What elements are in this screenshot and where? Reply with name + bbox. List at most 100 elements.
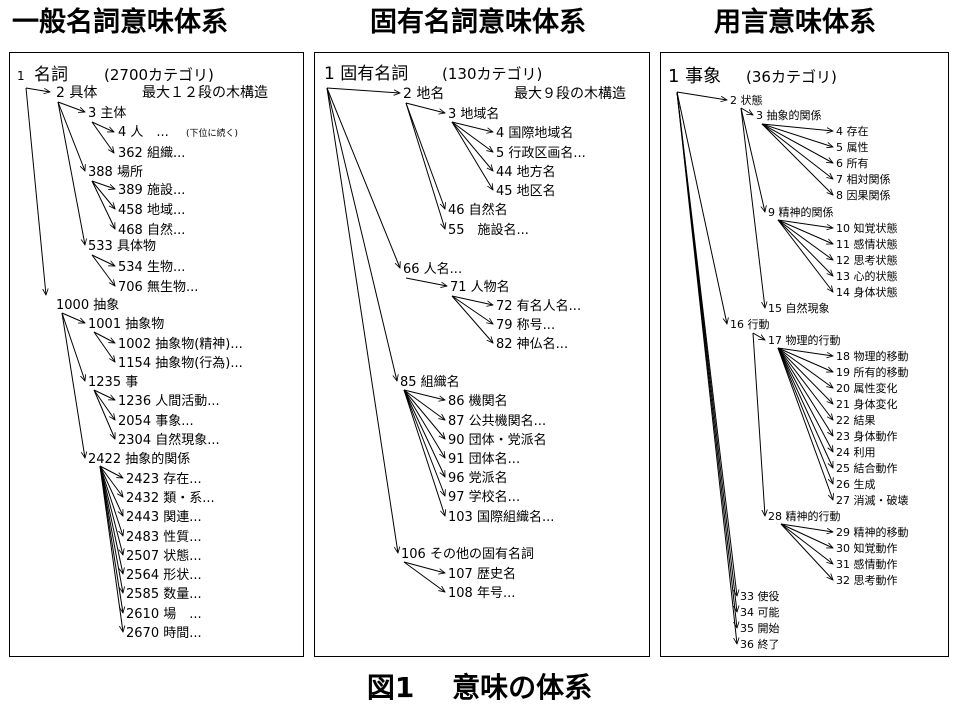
- node-label-g-1000: 1000 抽象: [56, 298, 119, 313]
- edge-g-388-to-g-468: [91, 180, 116, 229]
- edge-v-root-to-v-2: [676, 91, 727, 100]
- node-label-v-7: 7 相対関係: [836, 172, 891, 186]
- node-label-p-55: 55 施設名...: [448, 222, 529, 238]
- edge-p-85-to-p-91: [403, 389, 445, 458]
- edge-g-2-to-g-3: [57, 101, 85, 112]
- edge-v-17-to-v-19: [777, 347, 833, 372]
- node-label-g-458: 458 地域...: [118, 203, 185, 218]
- node-label-g-root: 1: [17, 69, 25, 83]
- node-label-v-6: 6 所有: [836, 156, 869, 170]
- edge-g-3-to-g-362: [91, 121, 114, 153]
- edge-g-1000-to-g-1001: [61, 312, 85, 323]
- edge-g-2422-to-g-2483: [99, 465, 123, 536]
- node-label-g-2304: 2304 自然現象...: [118, 432, 220, 448]
- edge-v-3-to-v-6: [761, 123, 833, 163]
- edge-v-28-to-v-30: [780, 523, 833, 549]
- edge-v-9-to-v-12: [777, 219, 833, 260]
- node-label-p-79: 79 称号...: [496, 318, 555, 333]
- edge-p-71-to-p-82: [451, 295, 493, 343]
- node-label-v-2: 2 状態: [730, 93, 763, 107]
- node-label-g-1235: 1235 事: [88, 375, 138, 390]
- edge-g-1235-to-g-2054: [93, 389, 115, 420]
- edge-v-2-to-v-9: [740, 107, 765, 212]
- edge-v-3-to-v-8: [761, 123, 833, 195]
- edge-g-1000-to-g-1235: [61, 312, 85, 381]
- node-label-g-4: 4 人 ...: [118, 125, 169, 140]
- node-label-g-534: 534 生物...: [118, 260, 185, 275]
- node-label-g-2610: 2610 場 ...: [126, 607, 202, 622]
- node-label-p-103: 103 国際組織名...: [448, 509, 554, 525]
- edge-p-85-to-p-97: [403, 389, 445, 496]
- node-label-v-8: 8 因果関係: [836, 189, 891, 202]
- node-label-p-90: 90 団体・党派名: [448, 432, 547, 448]
- edge-v-28-to-v-31: [780, 523, 833, 564]
- node-label-g-root-count: (2700カテゴリ): [104, 66, 214, 84]
- proper-noun-panel: [314, 52, 650, 657]
- edge-v-16-to-v-17: [752, 332, 765, 340]
- node-label-p-107: 107 歴史名: [448, 566, 516, 582]
- node-label-v-27: 27 消滅・破壊: [836, 493, 909, 507]
- edge-g-root-to-g-2: [25, 87, 50, 92]
- node-label-g-1236: 1236 人間活動...: [118, 394, 220, 409]
- node-label-v-36: 36 終了: [740, 637, 780, 651]
- edge-p-2-to-p-55: [405, 102, 445, 229]
- edge-p-2-to-p-46: [405, 102, 445, 209]
- node-label-v-18: 18 物理的移動: [836, 349, 909, 363]
- node-label-v-13: 13 心的状態: [836, 269, 898, 283]
- node-label-v-29: 29 精神的移動: [836, 525, 909, 539]
- node-label-v-20: 20 属性変化: [836, 381, 898, 395]
- edge-p-85-to-p-96: [403, 389, 446, 477]
- node-label-p-71: 71 人物名: [450, 279, 510, 295]
- node-label-p-87: 87 公共機関名...: [448, 413, 546, 429]
- node-label-g-2585: 2585 数量...: [126, 587, 202, 602]
- node-label-v-root: 1 事象: [668, 66, 721, 87]
- edge-g-2-to-g-388: [57, 101, 85, 171]
- node-label-p-44: 44 地方名: [496, 164, 556, 180]
- edge-g-388-to-g-389: [91, 180, 115, 189]
- node-label-p-root: 1 固有名詞: [324, 64, 408, 84]
- node-label-p-97: 97 学校名...: [448, 489, 520, 505]
- edge-g-2422-to-g-2443: [99, 465, 124, 516]
- edge-p-106-to-p-108: [403, 561, 445, 592]
- edge-g-2422-to-g-2670: [99, 465, 123, 632]
- edge-g-2-to-g-533: [57, 101, 85, 245]
- edge-v-28-to-v-32: [780, 523, 833, 580]
- edge-p-106-to-p-107: [403, 561, 445, 573]
- node-label-p-72: 72 有名人名...: [496, 298, 581, 314]
- node-label-v-17: 17 物理的行動: [768, 333, 841, 347]
- general-noun-title: 一般名詞意味体系: [12, 7, 228, 38]
- node-label-p-86: 86 機関名: [448, 393, 508, 409]
- edge-g-2422-to-g-2507: [99, 465, 123, 555]
- edge-v-17-to-v-26: [777, 347, 833, 484]
- edge-p-3-to-p-4: [451, 121, 493, 132]
- node-label-v-10: 10 知覚状態: [836, 221, 898, 235]
- node-label-v-23: 23 身体動作: [836, 429, 898, 443]
- edge-p-root-to-p-2: [326, 87, 400, 93]
- edge-v-17-to-v-24: [777, 347, 833, 452]
- predicate-title: 用言意味体系: [714, 7, 876, 38]
- node-label-p-108: 108 年号...: [448, 586, 515, 601]
- node-label-g-706: 706 無生物...: [118, 280, 198, 295]
- node-label-p-106: 106 その他の固有名詞: [401, 546, 534, 562]
- node-label-v-12: 12 思考状態: [836, 253, 898, 267]
- edge-p-71-to-p-72: [451, 295, 493, 305]
- node-label-g-2054: 2054 事象...: [118, 414, 194, 429]
- edge-g-1235-to-g-1236: [93, 389, 115, 401]
- node-label-g-2432: 2432 類・系...: [126, 491, 215, 506]
- edge-v-17-to-v-22: [777, 347, 833, 420]
- edge-g-2422-to-g-2585: [99, 465, 123, 593]
- node-label-g-388: 388 場所: [88, 165, 143, 180]
- edge-g-2422-to-g-2564: [99, 465, 123, 574]
- edge-p-71-to-p-79: [451, 295, 493, 324]
- edge-v-root-to-v-36: [676, 91, 737, 644]
- general-noun-panel: [9, 52, 304, 657]
- node-label-p-2: 2 地名: [403, 86, 444, 102]
- node-label-p-91: 91 団体名...: [448, 451, 520, 467]
- edge-v-3-to-v-4: [761, 123, 833, 131]
- node-label-v-14: 14 身体状態: [836, 285, 898, 299]
- node-label-g-2564: 2564 形状...: [126, 568, 202, 583]
- node-label-p-46: 46 自然名: [448, 202, 508, 218]
- edge-g-2422-to-g-2423: [99, 465, 123, 478]
- node-label-g-1001: 1001 抽象物: [88, 317, 164, 332]
- node-label-g-1002: 1002 抽象物(精神)...: [118, 337, 243, 352]
